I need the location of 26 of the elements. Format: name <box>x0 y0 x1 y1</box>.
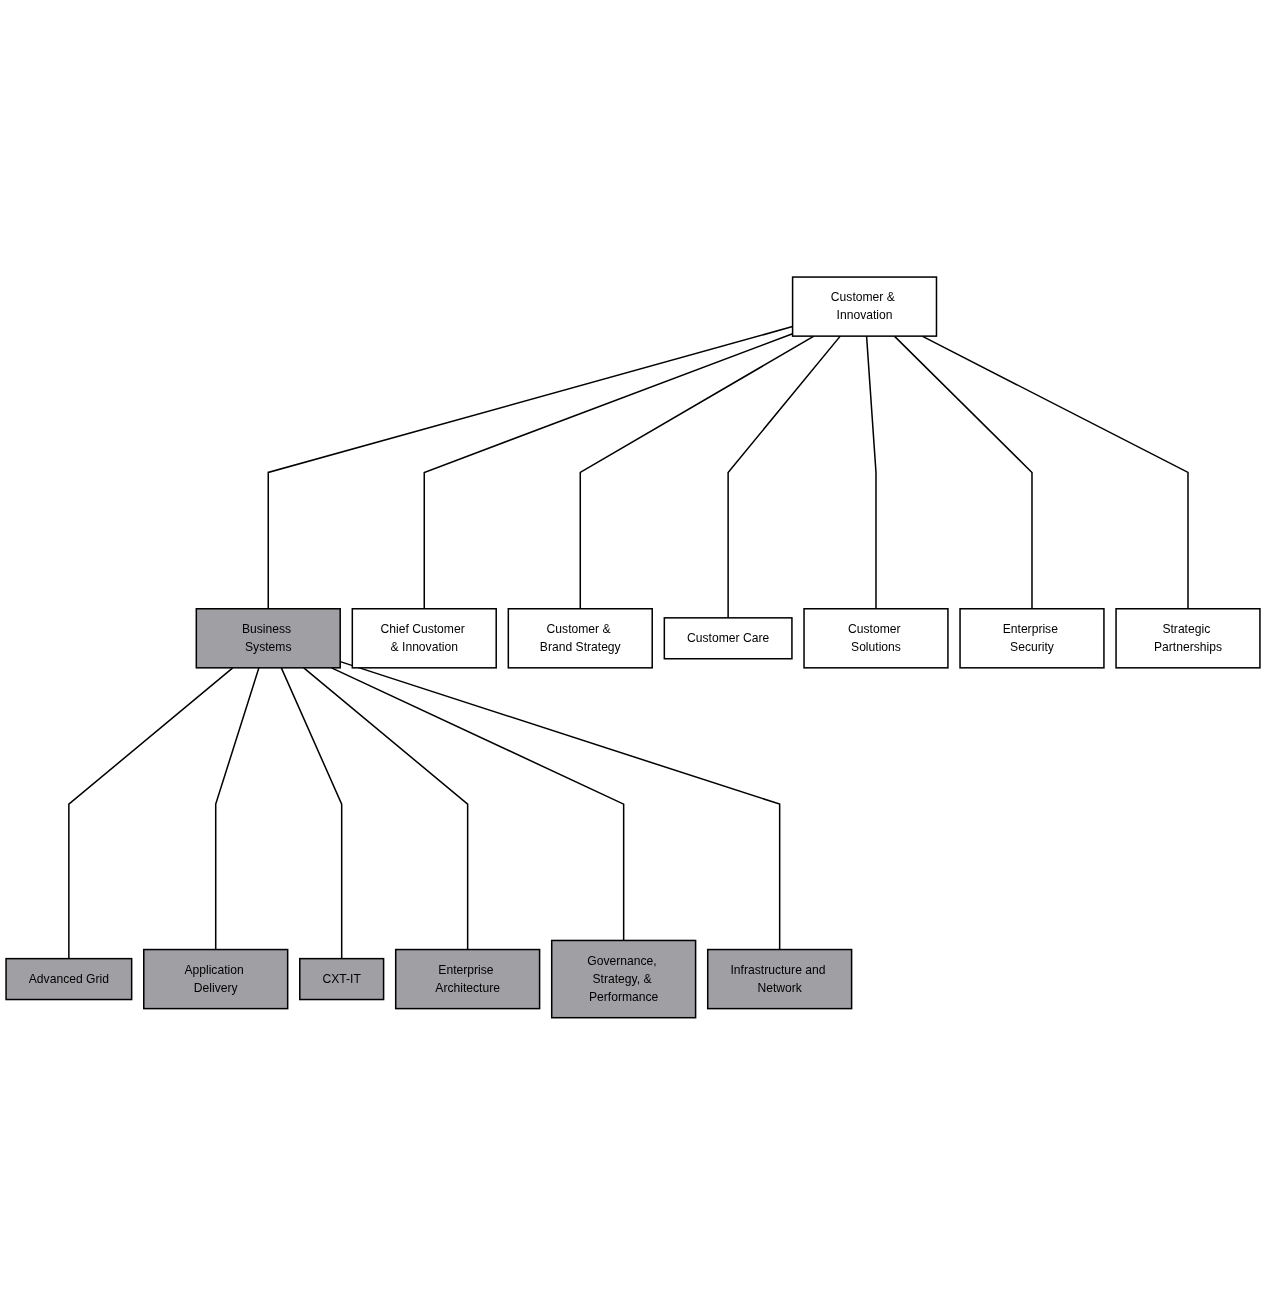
node-box: Governance, Strategy, & Performance <box>550 939 697 1019</box>
node-box: Customer & Brand Strategy <box>507 608 653 669</box>
connector <box>214 667 260 951</box>
connector <box>423 333 794 610</box>
node-box: Enterprise Architecture <box>394 948 541 1010</box>
node-box: CXT-IT <box>299 958 385 1001</box>
node-box: Strategic Partnerships <box>1115 608 1261 669</box>
connector <box>727 335 841 619</box>
connector <box>267 325 794 610</box>
node-box: Infrastructure and Network <box>706 948 853 1010</box>
connector <box>68 667 234 960</box>
connector <box>893 335 1033 610</box>
node-box: Customer Care <box>663 617 793 660</box>
connector <box>579 335 815 610</box>
node-box: Customer & Innovation <box>791 276 938 337</box>
node-box: Business Systems <box>195 608 341 669</box>
node-box: Enterprise Security <box>959 608 1105 669</box>
node-box: Application Delivery <box>143 948 289 1010</box>
connector <box>303 667 469 951</box>
connector <box>921 335 1189 610</box>
node-box: Advanced Grid <box>5 958 133 1001</box>
connector <box>865 335 877 610</box>
node-box: Chief Customer & Innovation <box>351 608 497 669</box>
connector <box>280 667 343 960</box>
node-box: Customer Solutions <box>803 608 949 669</box>
connector <box>330 667 625 942</box>
